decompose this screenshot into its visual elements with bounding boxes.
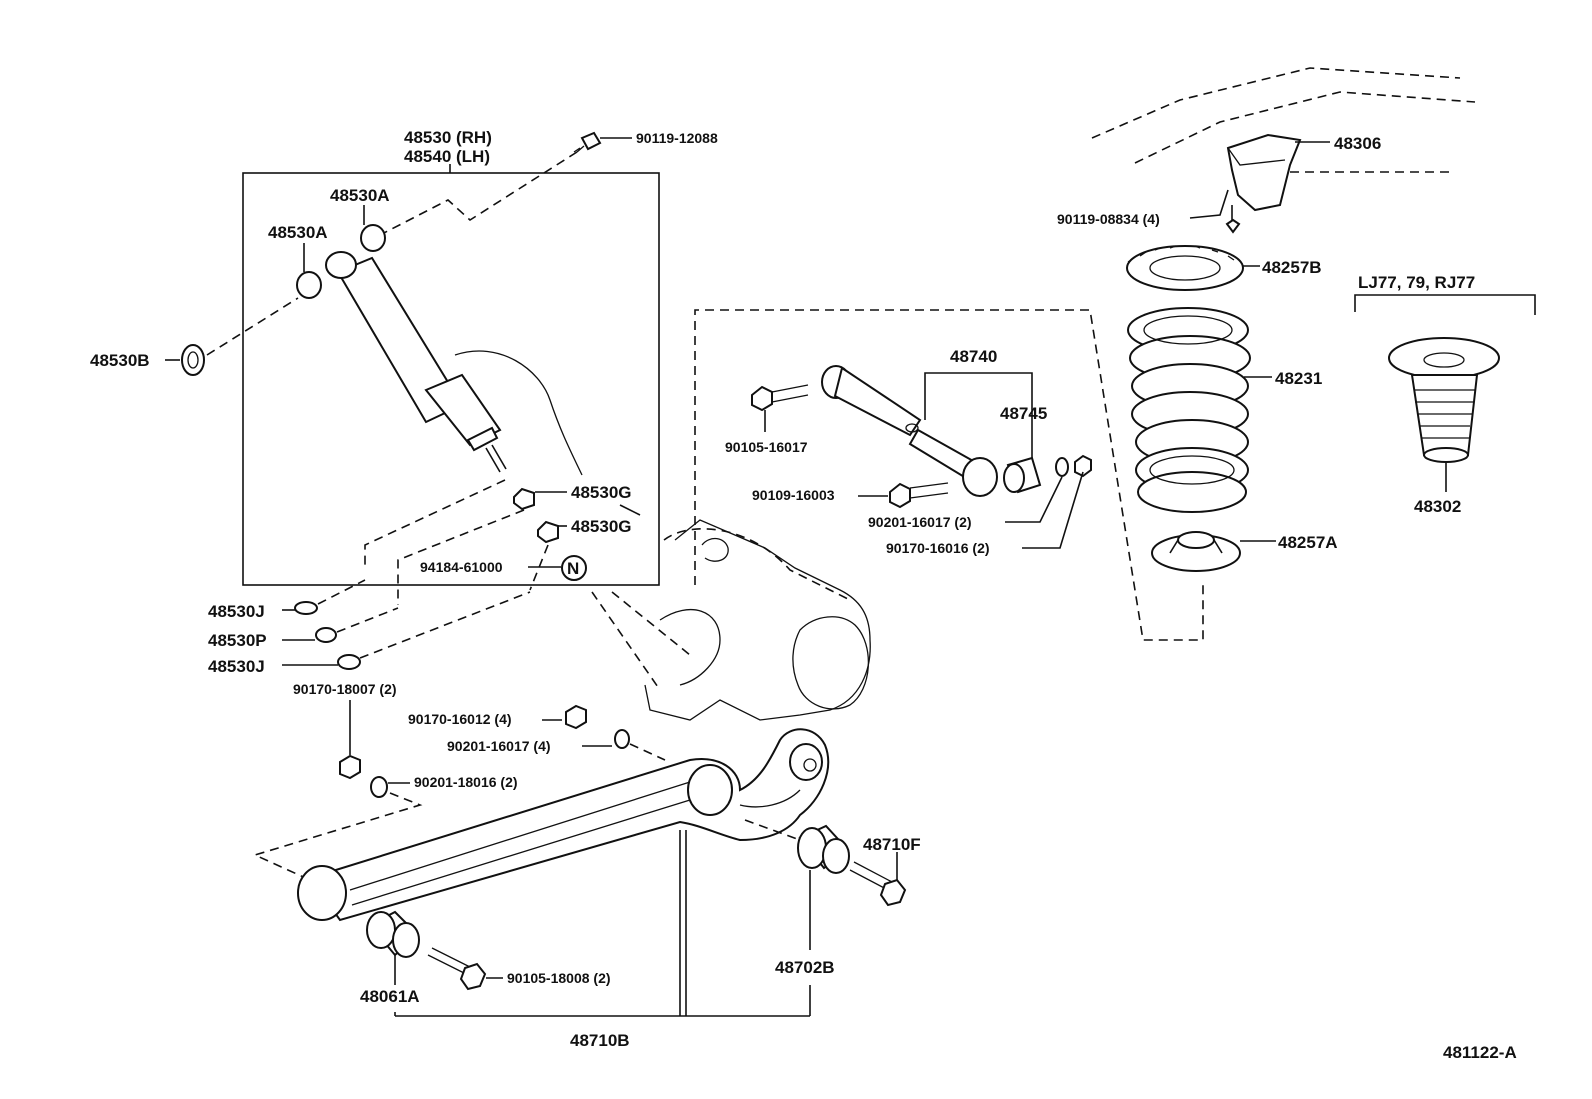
rod-bushing-icon: [1003, 456, 1042, 494]
washer-j1-label[interactable]: 48530J: [208, 602, 265, 621]
lower-insulator-label[interactable]: 48257A: [1278, 533, 1338, 552]
coil-spring-icon: [1127, 307, 1251, 513]
washers-group: 48530J 48530P 48530J: [208, 579, 531, 676]
bushing-48710f-label[interactable]: 48710F: [863, 835, 921, 854]
washer-p-icon: [315, 627, 337, 643]
bumper-bracket-label[interactable]: 48306: [1334, 134, 1381, 153]
control-rod-group: 48740 48745 90105-16017 90109-160: [694, 309, 1204, 641]
bushing-48702b-icon: [797, 824, 850, 874]
nut-18007-icon: [339, 754, 361, 780]
bushing-g2-icon: [537, 520, 559, 544]
control-rod-label[interactable]: 48740: [950, 347, 997, 366]
variant-group: LJ77, 79, RJ77 48302: [1354, 273, 1536, 516]
arm-bracket-lines: [394, 830, 811, 1017]
bushing-a2-label[interactable]: 48530A: [268, 223, 328, 242]
rod-bushing-label[interactable]: 48745: [1000, 404, 1047, 423]
nut-n-label[interactable]: 94184-61000: [420, 559, 503, 575]
washer-j1-icon: [294, 601, 318, 615]
bushing-48702b-label[interactable]: 48702B: [775, 958, 835, 977]
spring-group: 48306 90119-08834 (4) 48257B 48231: [1057, 133, 1381, 572]
nut-n-icon: [561, 555, 587, 581]
axle-housing-outline: [591, 519, 871, 721]
body-outline: [1091, 67, 1476, 173]
lower-insulator-icon: [1151, 531, 1241, 572]
arm-48710b-label[interactable]: 48710B: [570, 1031, 630, 1050]
variant-label[interactable]: LJ77, 79, RJ77: [1358, 273, 1475, 292]
bumper-bracket-icon: [1226, 133, 1302, 212]
bump-stopper-icon: [1388, 337, 1500, 463]
bolt-16003-icon: [889, 482, 949, 509]
shock-absorber-frame: [242, 172, 660, 586]
washer-rod-label[interactable]: 90201-16017 (2): [868, 514, 972, 530]
bushing-b-label[interactable]: 48530B: [90, 351, 150, 370]
control-rod-icon: [821, 365, 998, 497]
nut-rod-icon: [1074, 454, 1092, 478]
washer-18016-label[interactable]: 90201-18016 (2): [414, 774, 518, 790]
bushing-g1-icon: [513, 487, 535, 511]
upper-insulator-icon: [1126, 245, 1244, 291]
washer-16017-icon: [614, 729, 630, 749]
diagram-code: 481122-A: [1443, 1043, 1517, 1062]
bushing-48061a-icon: [366, 910, 420, 958]
top-bolt-icon: [573, 131, 602, 153]
bushing-a1-label[interactable]: 48530A: [330, 186, 390, 205]
bumper-48302-label[interactable]: 48302: [1414, 497, 1461, 516]
upper-insulator-label[interactable]: 48257B: [1262, 258, 1322, 277]
washer-p-label[interactable]: 48530P: [208, 631, 267, 650]
bolt-08834-label[interactable]: 90119-08834 (4): [1057, 211, 1160, 227]
shock-lh-label[interactable]: 48540 (LH): [404, 147, 490, 166]
washer-j2-icon: [337, 654, 361, 670]
coil-spring-label[interactable]: 48231: [1275, 369, 1322, 388]
washer-j2-label[interactable]: 48530J: [208, 657, 265, 676]
shock-rh-label[interactable]: 48530 (RH): [404, 128, 492, 147]
shock-absorber-group: 48530 (RH) 48540 (LH) 90119-12088 48530A: [90, 128, 718, 605]
bushing-a-upper-icon: [360, 224, 386, 252]
bushing-g1-label[interactable]: 48530G: [571, 483, 632, 502]
nut-rod-label[interactable]: 90170-16016 (2): [886, 540, 990, 556]
lower-control-arm-icon: [297, 728, 830, 922]
shock-absorber-icon: [325, 251, 507, 473]
bushing-48061a-label[interactable]: 48061A: [360, 987, 420, 1006]
bolt-16003-label[interactable]: 90109-16003: [752, 487, 835, 503]
bushing-b-icon: [181, 344, 205, 376]
nut-16012-label[interactable]: 90170-16012 (4): [408, 711, 512, 727]
n-mark: N: [567, 559, 579, 578]
washer-rod-icon: [1055, 457, 1069, 477]
bolt-16017-label[interactable]: 90105-16017: [725, 439, 808, 455]
bolt-top-label[interactable]: 90119-12088: [636, 130, 718, 146]
nut-16012-icon: [565, 704, 587, 730]
washer-16017-label[interactable]: 90201-16017 (4): [447, 738, 551, 754]
lower-fasteners-group: 90170-18007 (2) 90201-18016 (2) 90170-16…: [252, 681, 666, 881]
nut-18007-label[interactable]: 90170-18007 (2): [293, 681, 397, 697]
bushing-a-lower-icon: [296, 271, 322, 299]
bolt-18008-icon: [427, 947, 487, 991]
bolt-18008-label[interactable]: 90105-18008 (2): [507, 970, 611, 986]
washer-18016-icon: [370, 776, 388, 798]
bushing-g2-label[interactable]: 48530G: [571, 517, 632, 536]
bolt-08834-icon: [1225, 218, 1241, 234]
bolt-16017-icon: [751, 384, 809, 412]
